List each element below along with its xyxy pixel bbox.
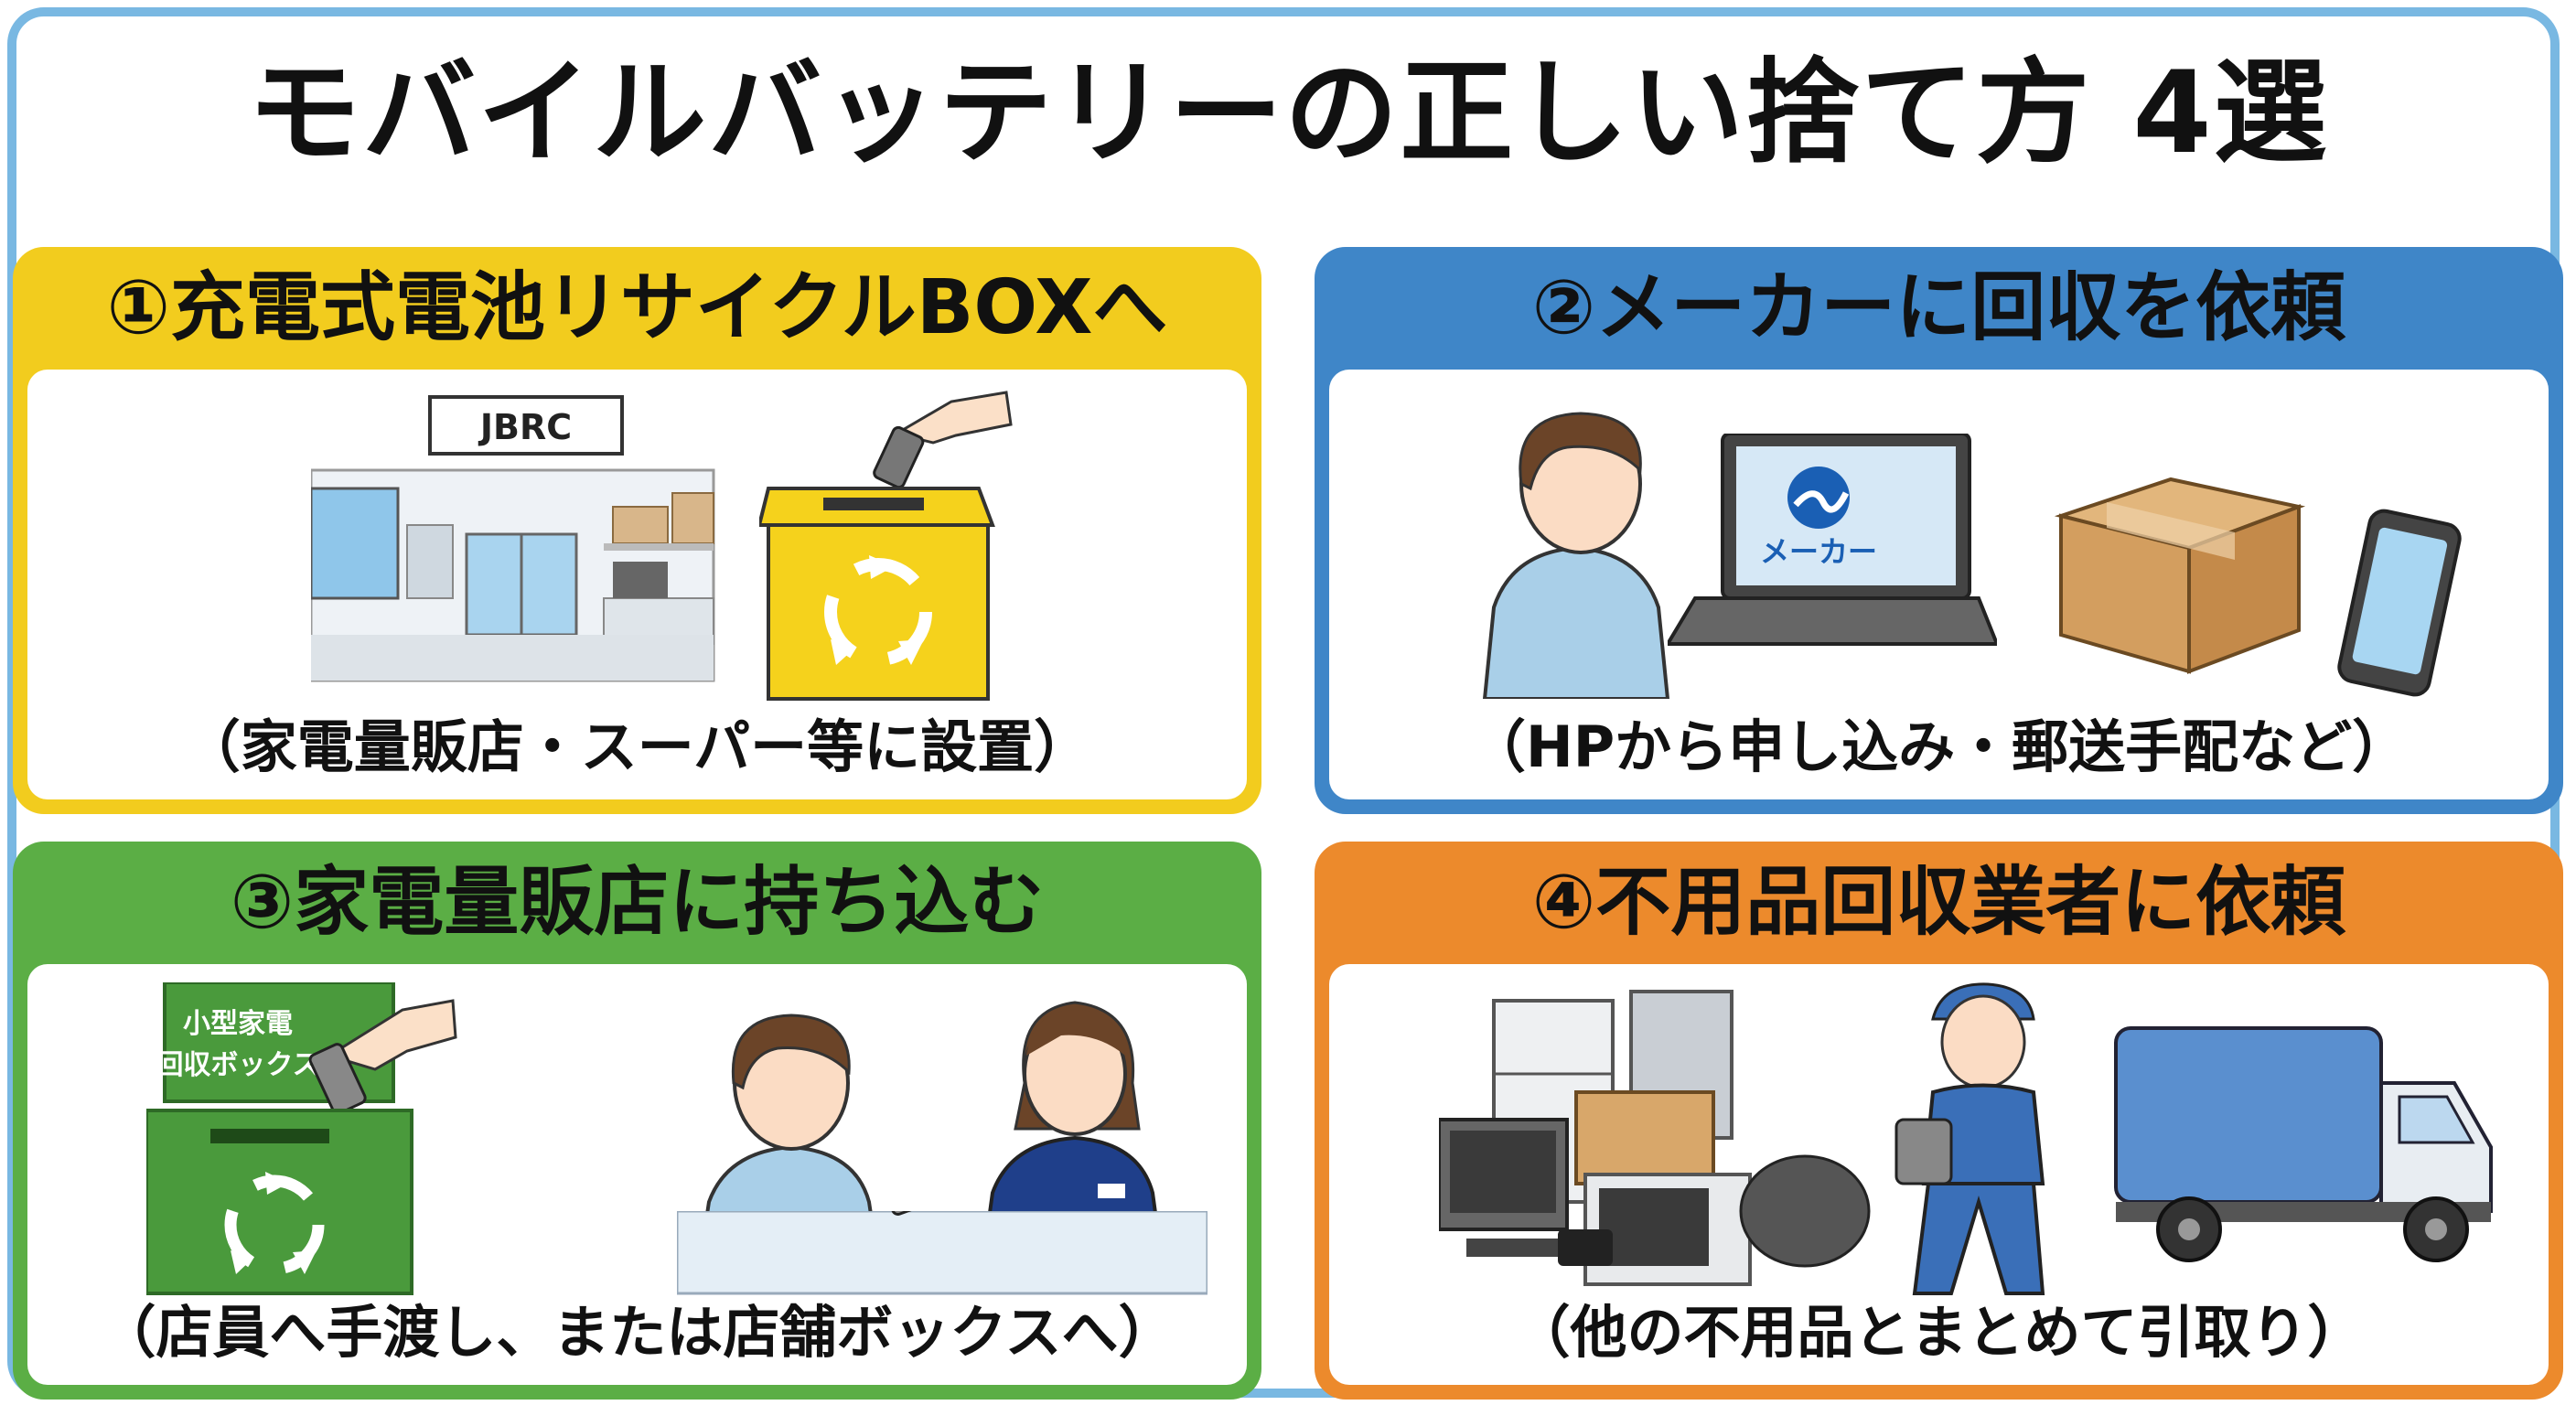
truck-icon bbox=[2114, 1026, 2493, 1262]
card-caption: （店員へ手渡し、または店舗ボックスへ） bbox=[99, 1299, 1175, 1366]
card-heading: ④不用品回収業者に依頼 bbox=[1531, 859, 2346, 946]
recycle-icon bbox=[824, 555, 932, 666]
box-label-line1: 小型家電 bbox=[183, 1008, 293, 1040]
counter bbox=[677, 1211, 1208, 1295]
store-sign: JBRC bbox=[478, 407, 572, 447]
box-icon bbox=[2054, 477, 2306, 674]
hand-icon bbox=[326, 999, 457, 1071]
collection-box-icon: 小型家電 回収ボックス bbox=[146, 982, 457, 1295]
worker-icon bbox=[1894, 982, 2045, 1295]
card-junk-collector: ④不用品回収業者に依頼 bbox=[1315, 842, 2563, 1400]
card-heading: ①充電式電池リサイクルBOXへ bbox=[106, 264, 1168, 351]
laptop-icon: メーカー bbox=[1668, 434, 1997, 646]
card-recycle-box: ①充電式電池リサイクルBOXへ JBRC bbox=[13, 247, 1261, 814]
card-heading: ②メーカーに回収を依頼 bbox=[1531, 264, 2346, 351]
laptop-label: メーカー bbox=[1760, 534, 1877, 569]
box-label-line2: 回収ボックス bbox=[156, 1049, 319, 1081]
card-caption: （HPから申し込み・郵送手配など） bbox=[1468, 713, 2410, 780]
person-icon bbox=[1482, 412, 1670, 699]
card-body: 小型家電 回収ボックス bbox=[27, 964, 1247, 1385]
card-caption: （家電量販店・スーパー等に設置） bbox=[183, 713, 1091, 780]
hand-icon bbox=[893, 391, 1013, 445]
card-manufacturer: ②メーカーに回収を依頼 メーカー （HPから申し込み・郵送手配など） bbox=[1315, 247, 2563, 814]
card-heading: ③家電量販店に持ち込む bbox=[230, 859, 1045, 946]
page-title: モバイルバッテリーの正しい捨て方 4選 bbox=[247, 48, 2329, 179]
recycle-icon bbox=[224, 1172, 325, 1275]
card-caption: （他の不用品とまとめて引取り） bbox=[1513, 1299, 2365, 1366]
smartphone-icon bbox=[2337, 509, 2462, 697]
store-icon: JBRC bbox=[311, 395, 715, 682]
card-body: （他の不用品とまとめて引取り） bbox=[1329, 964, 2549, 1385]
recycle-box-icon bbox=[759, 391, 1013, 701]
junk-pile-icon bbox=[1439, 990, 1871, 1286]
card-body: JBRC （家電量販店・ bbox=[27, 370, 1247, 799]
card-electronics-store: ③家電量販店に持ち込む 小型家電 回収ボックス bbox=[13, 842, 1261, 1400]
card-body: メーカー （HPから申し込み・郵送手配など） bbox=[1329, 370, 2549, 799]
